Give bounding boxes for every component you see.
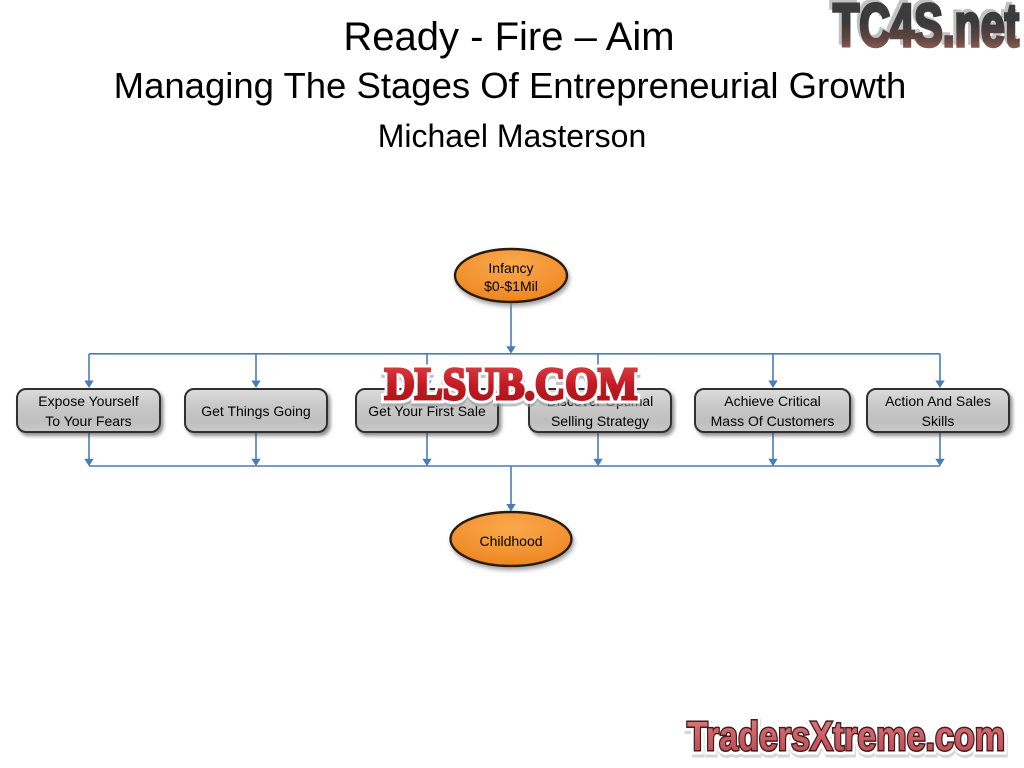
svg-text:DLSUB.COM: DLSUB.COM (385, 358, 638, 409)
svg-text:TC4S.net: TC4S.net (830, 0, 1016, 56)
svg-text:DLSUB.COM: DLSUB.COM (385, 361, 638, 412)
svg-text:TradersXtreme.com: TradersXtreme.com (687, 713, 1005, 759)
svg-text:TradersXtreme.com: TradersXtreme.com (687, 713, 1005, 759)
svg-text:DLSUB.COM: DLSUB.COM (385, 358, 638, 409)
svg-text:TradersXtreme.com: TradersXtreme.com (688, 716, 1006, 762)
svg-text:TradersXtreme.com: TradersXtreme.com (687, 713, 1005, 759)
svg-text:TC4S.net: TC4S.net (833, 0, 1019, 59)
